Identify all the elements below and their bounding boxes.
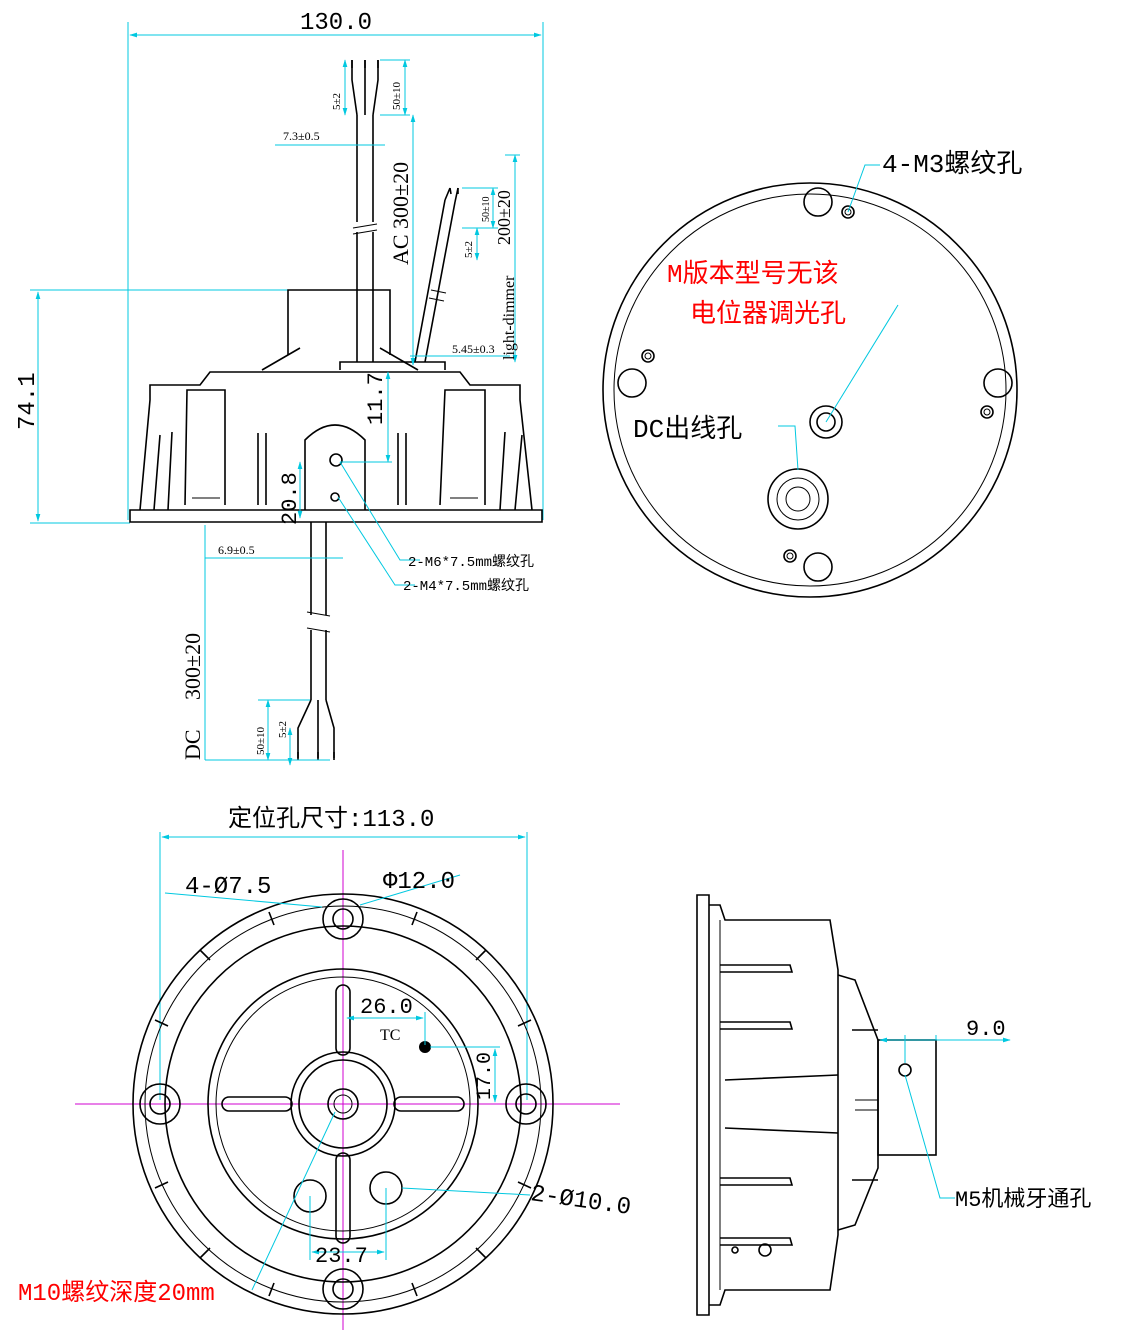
dim-9: 9.0 bbox=[966, 1017, 1006, 1042]
callout-m5: M5机械牙通孔 bbox=[955, 1187, 1091, 1213]
callout-m6: 2-M6*7.5mm螺纹孔 bbox=[408, 554, 534, 571]
note-line1: M版本型号无该 bbox=[667, 259, 839, 290]
profile-view: 9.0 M5机械牙通孔 bbox=[696, 894, 1091, 1316]
width-dim: 130.0 bbox=[300, 10, 372, 37]
dimmer-wire-strip: 5±2 bbox=[463, 241, 475, 258]
bottom-view: 定位孔尺寸:113.0 TC 4-Ø7.5 Φ12.0 bbox=[18, 805, 632, 1330]
dc-wire-strip: 5±2 bbox=[277, 721, 289, 738]
dim-26: 26.0 bbox=[360, 995, 413, 1020]
bottom-title: 定位孔尺寸:113.0 bbox=[228, 805, 434, 834]
hole-dim: 4-Ø7.5 bbox=[185, 874, 271, 901]
tc-label: TC bbox=[380, 1027, 400, 1044]
dim-23-7: 23.7 bbox=[315, 1244, 368, 1269]
ac-length: AC 300±20 bbox=[388, 162, 413, 265]
dim-17: 17.0 bbox=[474, 1052, 497, 1100]
side-view: 130.0 74.1 11.7 20.8 5±2 50±10 7.3±0.5 A… bbox=[15, 10, 544, 766]
dimmer-diameter: 5.45±0.3 bbox=[452, 342, 495, 356]
height-dim: 74.1 bbox=[15, 372, 42, 430]
top-view: 4-M3螺纹孔 M版本型号无该 电位器调光孔 DC出线孔 bbox=[602, 149, 1022, 598]
callout-m3: 4-M3螺纹孔 bbox=[882, 149, 1022, 180]
ac-diameter: 7.3±0.5 bbox=[283, 129, 320, 143]
dim-11-7: 11.7 bbox=[364, 372, 389, 425]
phi12: Φ12.0 bbox=[383, 869, 455, 896]
phi10: 2-Ø10.0 bbox=[529, 1181, 633, 1222]
m10-note: M10螺纹深度20mm bbox=[18, 1279, 215, 1308]
dim-20-8: 20.8 bbox=[278, 472, 303, 525]
dc-diameter: 6.9±0.5 bbox=[218, 543, 255, 557]
note-line2: 电位器调光孔 bbox=[690, 299, 846, 330]
ac-strip: 50±10 bbox=[391, 81, 403, 110]
dc-length: 300±20 bbox=[180, 633, 205, 700]
callout-dc: DC出线孔 bbox=[633, 414, 742, 445]
ac-wire-strip: 5±2 bbox=[331, 93, 343, 110]
dc-strip: 50±10 bbox=[255, 726, 267, 755]
dimmer-label: light-dimmer bbox=[501, 275, 518, 360]
callout-m4: 2-M4*7.5mm螺纹孔 bbox=[403, 578, 529, 595]
dc-prefix: DC bbox=[180, 729, 205, 760]
dimmer-length: 200±20 bbox=[494, 190, 514, 245]
dimmer-strip: 50±10 bbox=[481, 197, 492, 223]
tc-point bbox=[419, 1041, 431, 1053]
